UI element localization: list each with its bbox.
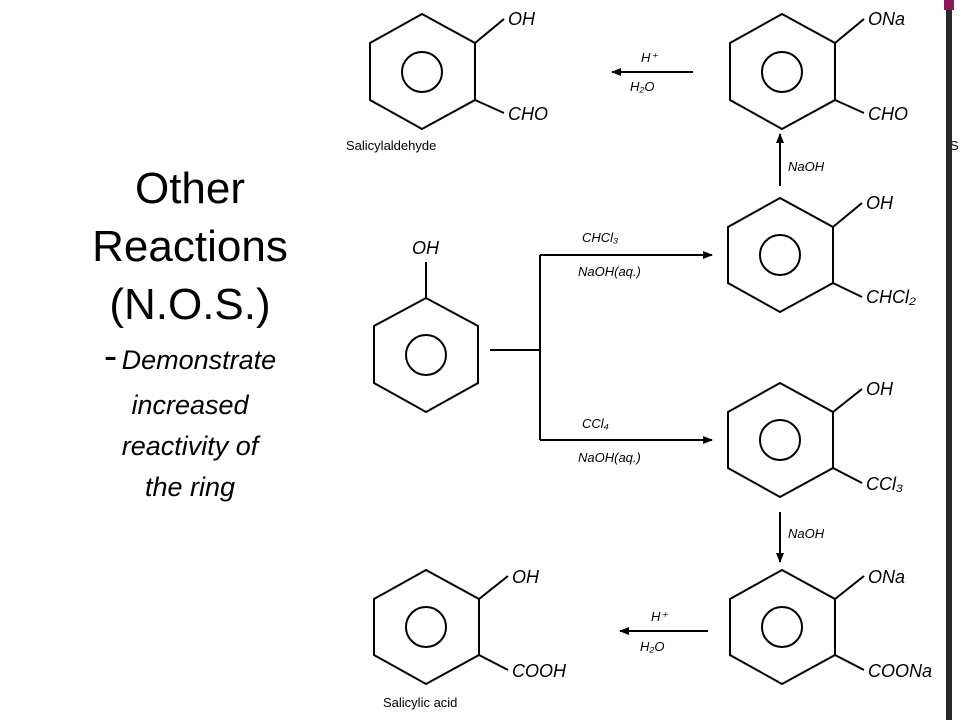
phenol-molecule: OH	[373, 238, 479, 414]
sodium-carboxylate-ring	[729, 568, 836, 686]
subtitle-line-4: the ring	[144, 472, 236, 502]
subtitle-dash: -	[103, 334, 118, 378]
lower-reagent-bottom: NaOH(aq.)	[578, 450, 641, 465]
salicylic-acid: OH COOH Salicylic acid	[373, 567, 567, 710]
dichloromethyl-phenol: OH CHCl₂	[727, 193, 916, 314]
title-line-2: Reactions	[92, 222, 288, 271]
subtitle-line-2: increased	[131, 390, 249, 420]
branch-connector	[490, 251, 713, 444]
dichloro-aromatic-circle	[759, 234, 801, 276]
sodium-aldehyde-ring	[729, 12, 836, 131]
title-line-1: Other	[134, 164, 246, 213]
salicylaldehyde-cho-label: CHO	[508, 104, 548, 124]
slide-title: Other Reactions (N.O.S.) - Demonstrate i…	[30, 160, 350, 506]
lower-reagent-top: CCl₄	[582, 416, 609, 431]
top-acid-arrow-bottom: H₂O	[630, 79, 654, 94]
sodium-salicylate: ONa COONa	[729, 567, 932, 686]
salicylic-acid-cooh-label: COOH	[512, 661, 567, 681]
trichloro-oh-label: OH	[866, 379, 894, 399]
bottom-acid-arrow-top: H⁺	[651, 609, 668, 624]
sodium-carboxylate-aromatic-circle	[761, 606, 803, 648]
sodium-aldehyde-ona-label: ONa	[868, 9, 905, 29]
title-line-3: (N.O.S.)	[109, 280, 271, 329]
trichloro-ccl3-label: CCl₃	[866, 474, 903, 494]
subtitle-line-3: reactivity of	[121, 431, 259, 461]
salicylic-acid-ring	[373, 568, 480, 686]
salicylaldehyde: OH CHO Salicylaldehyde	[346, 9, 548, 153]
salicylic-acid-aromatic-circle	[405, 606, 447, 648]
top-acid-arrow-top: H⁺	[641, 50, 658, 65]
subtitle-line-1: - Demonstrate	[30, 336, 350, 383]
salicylaldehyde-oh-label: OH	[508, 9, 536, 29]
dichloro-ring	[727, 196, 834, 314]
right-edge-bar	[944, 0, 954, 720]
upper-reagent-bottom: NaOH(aq.)	[578, 264, 641, 279]
phenol-ring	[373, 296, 479, 414]
dichloro-chcl2-label: CHCl₂	[866, 287, 916, 307]
salicylic-acid-oh-label: OH	[512, 567, 540, 587]
trichloro-ring	[727, 381, 834, 499]
salicylaldehyde-name: Salicylaldehyde	[346, 138, 436, 153]
bottom-acid-arrow-bottom: H₂O	[640, 639, 664, 654]
edge-text-fragment: S	[950, 138, 959, 153]
sodium-aldehyde-cho-label: CHO	[868, 104, 908, 124]
subtitle-text-1: Demonstrate	[121, 345, 277, 375]
sodium-carboxylate-ona-label: ONa	[868, 567, 905, 587]
naoh-down-label: NaOH	[788, 526, 825, 541]
phenol-oh-label: OH	[412, 238, 440, 258]
dichloro-oh-label: OH	[866, 193, 894, 213]
sodium-carboxylate-coona-label: COONa	[868, 661, 932, 681]
trichloro-aromatic-circle	[759, 419, 801, 461]
upper-reagent-top: CHCl₃	[582, 230, 618, 245]
salicylic-acid-name: Salicylic acid	[383, 695, 457, 710]
trichloromethyl-phenol: OH CCl₃	[727, 379, 903, 499]
phenol-aromatic-circle	[405, 334, 447, 376]
salicylaldehyde-ring	[369, 12, 476, 131]
sodium-aldehyde-aromatic-circle	[761, 51, 803, 93]
salicylaldehyde-aromatic-circle	[401, 51, 443, 93]
naoh-up-label: NaOH	[788, 159, 825, 174]
sodium-phenoxide-aldehyde: ONa CHO	[729, 9, 908, 131]
